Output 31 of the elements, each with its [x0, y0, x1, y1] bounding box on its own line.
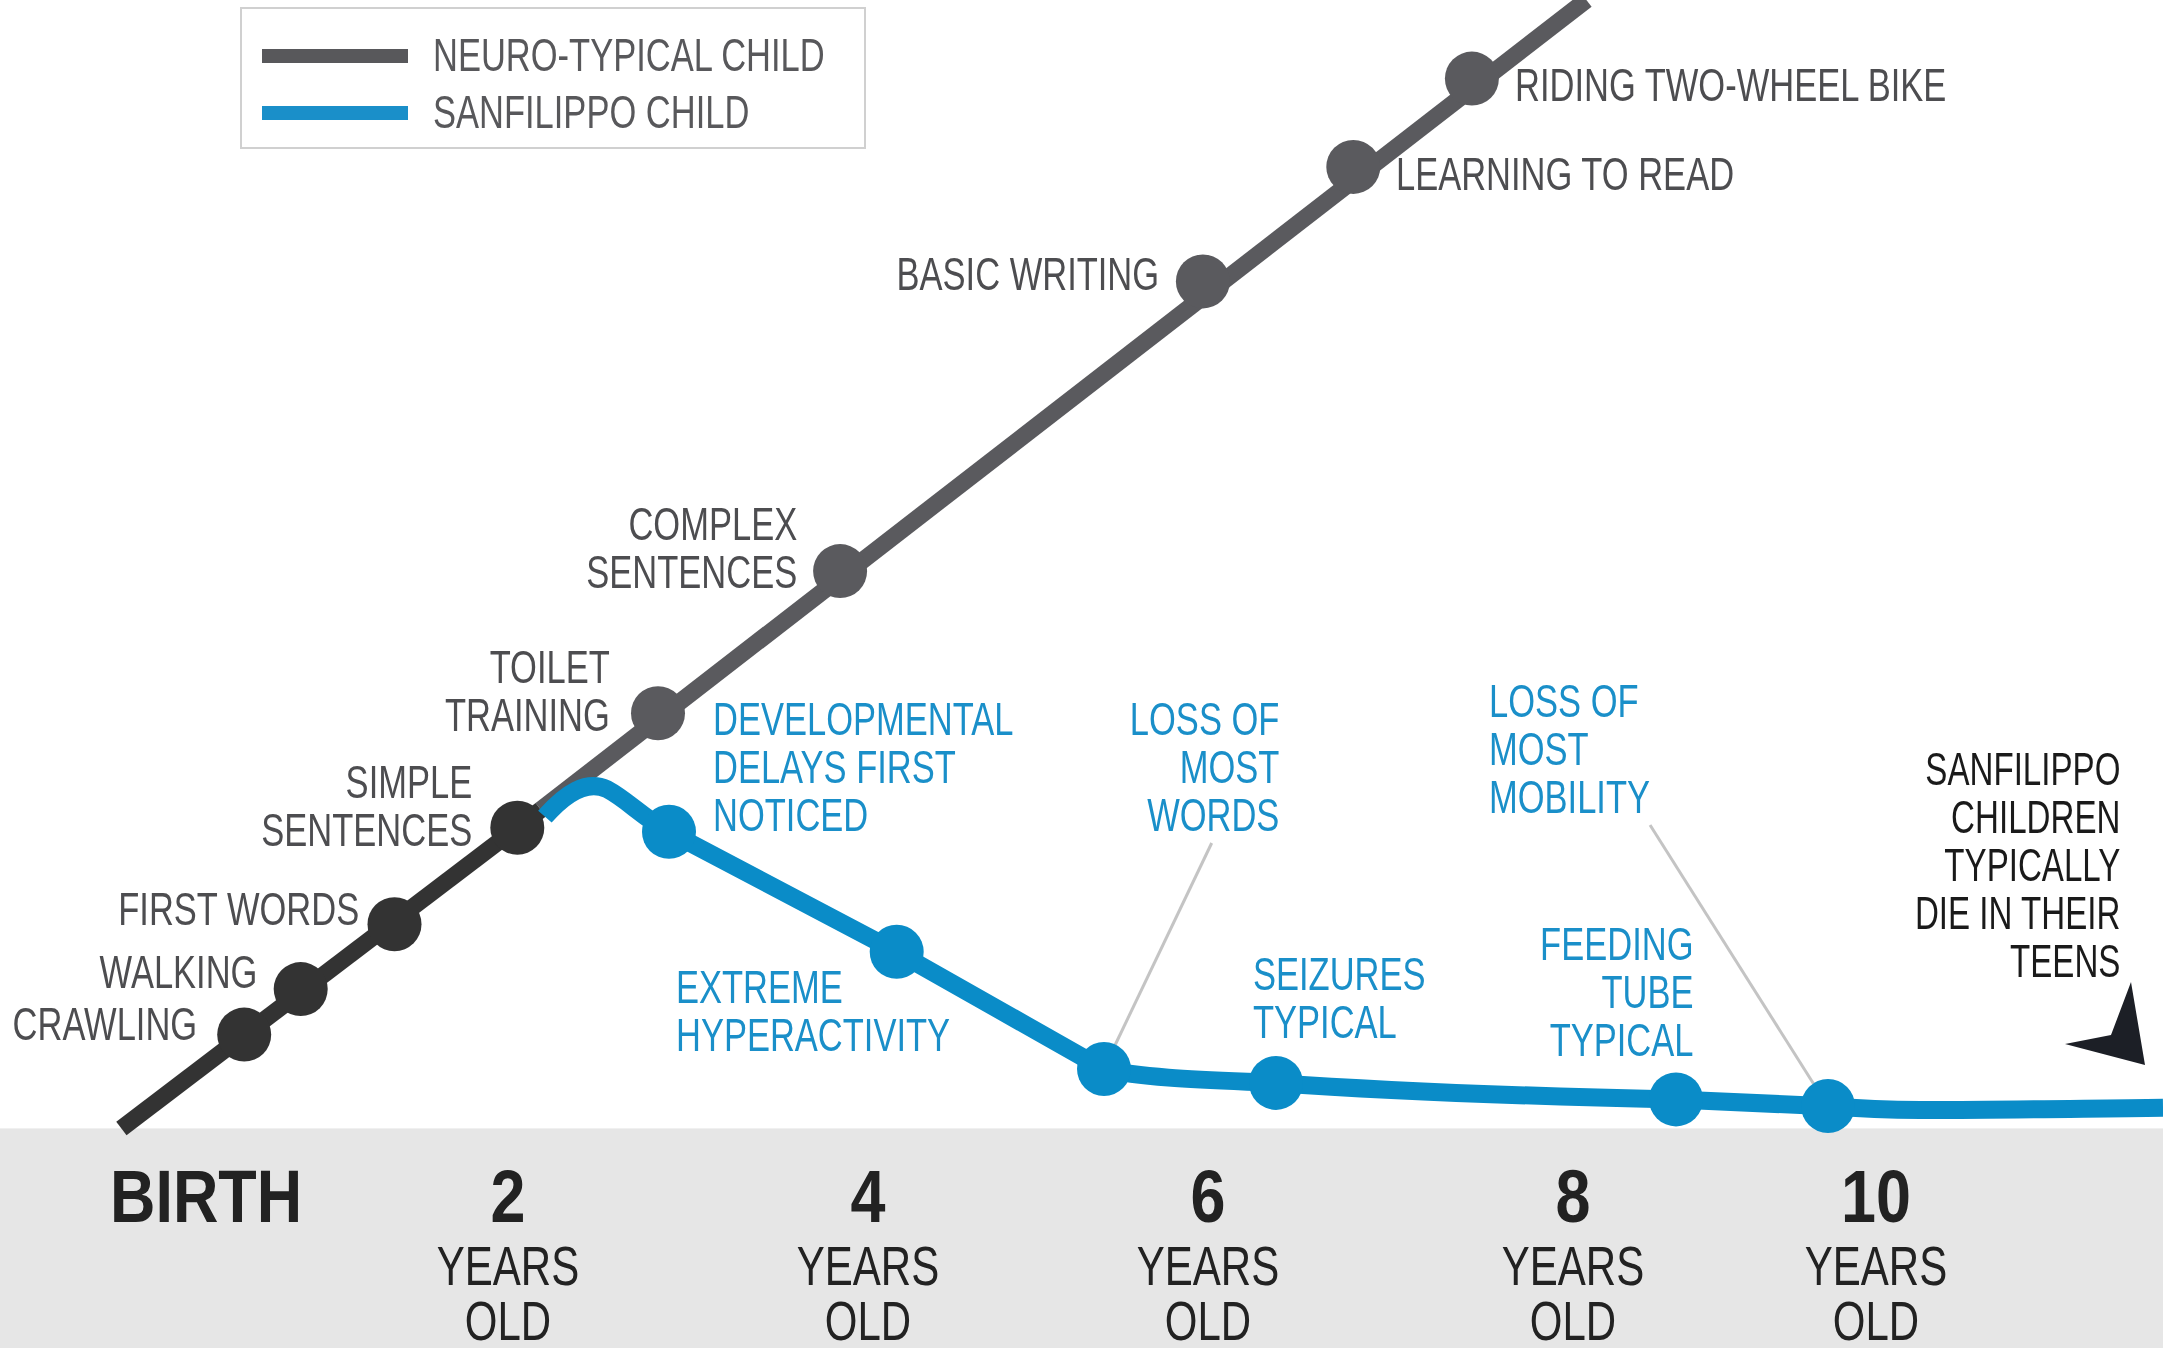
milestone-label: TOILET TRAINING: [445, 643, 610, 739]
milestone-label: CRAWLING: [12, 1000, 197, 1048]
age-unit-label: YEARS OLD: [1804, 1238, 1948, 1348]
symptom-label: SEIZURES TYPICAL: [1253, 950, 1426, 1046]
milestone-label: LEARNING TO READ: [1396, 150, 1735, 198]
symptom-label: LOSS OF MOST WORDS: [1129, 695, 1279, 839]
leader-line: [1648, 824, 1815, 1085]
milestone-label: COMPLEX SENTENCES: [586, 500, 797, 596]
milestone-label: FIRST WORDS: [118, 885, 359, 933]
milestone-label: BASIC WRITING: [896, 250, 1159, 298]
leader-line: [1113, 842, 1214, 1046]
age-number: 4: [850, 1160, 886, 1234]
symptom-label: DEVELOPMENTAL DELAYS FIRST NOTICED: [713, 695, 1014, 839]
age-label: BIRTH: [110, 1160, 303, 1234]
legend-text: NEURO-TYPICAL CHILD: [433, 31, 825, 79]
age-unit-label: YEARS OLD: [796, 1238, 940, 1348]
legend-text: SANFILIPPO CHILD: [433, 88, 750, 136]
milestone-label: WALKING: [99, 948, 257, 996]
note-text: SANFILIPPO CHILDREN TYPICALLY DIE IN THEIR TEENS: [1914, 745, 2120, 985]
age-unit-label: YEARS OLD: [1501, 1238, 1645, 1348]
milestone-label: SIMPLE SENTENCES: [261, 758, 472, 854]
symptom-label: EXTREME HYPERACTIVITY: [676, 963, 951, 1059]
age-unit-label: YEARS OLD: [436, 1238, 580, 1348]
symptom-label: LOSS OF MOST MOBILITY: [1489, 677, 1651, 821]
symptom-label: FEEDING TUBE TYPICAL: [1539, 920, 1693, 1064]
age-number: 8: [1555, 1160, 1591, 1234]
age-unit-label: YEARS OLD: [1136, 1238, 1280, 1348]
age-number: 2: [490, 1160, 526, 1234]
age-number: 10: [1841, 1160, 1911, 1234]
age-number: 6: [1190, 1160, 1226, 1234]
milestone-label: RIDING TWO-WHEEL BIKE: [1515, 61, 1947, 109]
